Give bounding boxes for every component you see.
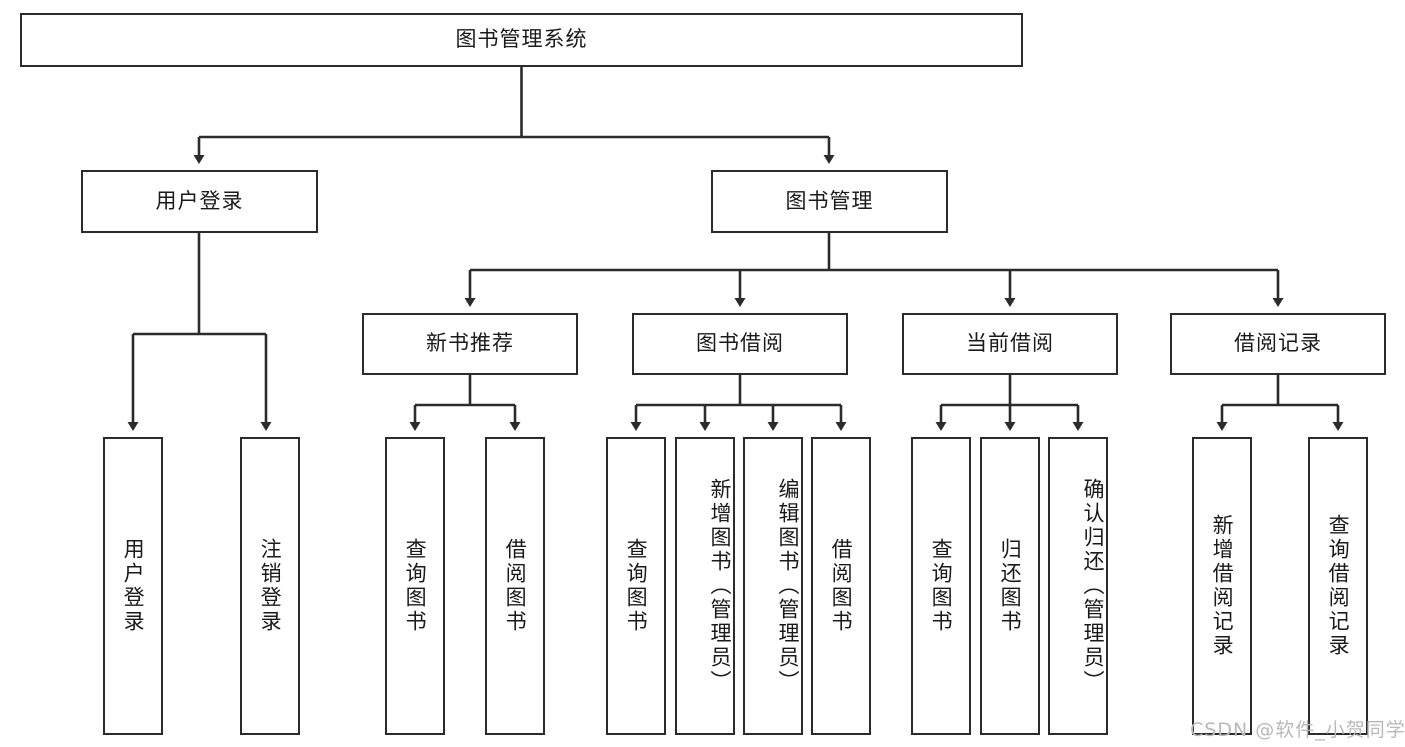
- leaf-add-borrow-record[interactable]: 新增借阅记录: [1192, 437, 1252, 735]
- node-label: 确认归还（管理员）: [1081, 478, 1105, 694]
- node-label: 新书推荐: [426, 331, 514, 356]
- node-label: 用户登录: [121, 538, 146, 634]
- node-label: 借阅图书: [503, 538, 528, 634]
- node-label: 新增图书（管理员）: [708, 478, 732, 694]
- node-label: 借阅记录: [1234, 331, 1322, 356]
- node-user-login[interactable]: 用户登录: [81, 170, 318, 233]
- node-label: 编辑图书（管理员）: [776, 478, 800, 694]
- node-label: 图书借阅: [696, 331, 784, 356]
- csdn-watermark: CSDN @软件_小贺同学: [1190, 719, 1405, 741]
- node-label: 查询图书: [929, 538, 954, 634]
- node-label: 当前借阅: [966, 331, 1054, 356]
- leaf-query-books-borrow[interactable]: 查询图书: [606, 437, 666, 735]
- node-new-book-recommend[interactable]: 新书推荐: [362, 313, 578, 375]
- node-book-borrow[interactable]: 图书借阅: [632, 313, 848, 375]
- node-current-borrow[interactable]: 当前借阅: [902, 313, 1118, 375]
- node-label: 图书管理系统: [455, 27, 588, 52]
- leaf-logout[interactable]: 注销登录: [240, 437, 300, 735]
- leaf-query-books-recommend[interactable]: 查询图书: [385, 437, 445, 735]
- node-root-book-management-system[interactable]: 图书管理系统: [20, 13, 1023, 67]
- leaf-user-login[interactable]: 用户登录: [103, 437, 163, 735]
- node-borrow-record[interactable]: 借阅记录: [1170, 313, 1386, 375]
- leaf-borrow-books[interactable]: 借阅图书: [811, 437, 871, 735]
- node-label: 注销登录: [258, 538, 283, 634]
- leaf-confirm-return-admin[interactable]: 确认归还（管理员）: [1048, 437, 1108, 735]
- node-label: 查询图书: [624, 538, 649, 634]
- leaf-add-book-admin[interactable]: 新增图书（管理员）: [675, 437, 735, 735]
- node-label: 用户登录: [155, 188, 244, 213]
- node-label: 借阅图书: [829, 538, 854, 634]
- leaf-query-borrow-record[interactable]: 查询借阅记录: [1308, 437, 1368, 735]
- leaf-edit-book-admin[interactable]: 编辑图书（管理员）: [743, 437, 803, 735]
- node-label: 查询借阅记录: [1326, 514, 1351, 658]
- node-label: 归还图书: [998, 538, 1023, 634]
- leaf-query-books-current[interactable]: 查询图书: [911, 437, 971, 735]
- node-label: 图书管理: [785, 188, 874, 213]
- node-label: 查询图书: [403, 538, 428, 634]
- node-label: 新增借阅记录: [1210, 514, 1235, 658]
- leaf-borrow-books-recommend[interactable]: 借阅图书: [485, 437, 545, 735]
- leaf-return-books[interactable]: 归还图书: [980, 437, 1040, 735]
- node-book-management[interactable]: 图书管理: [711, 170, 948, 233]
